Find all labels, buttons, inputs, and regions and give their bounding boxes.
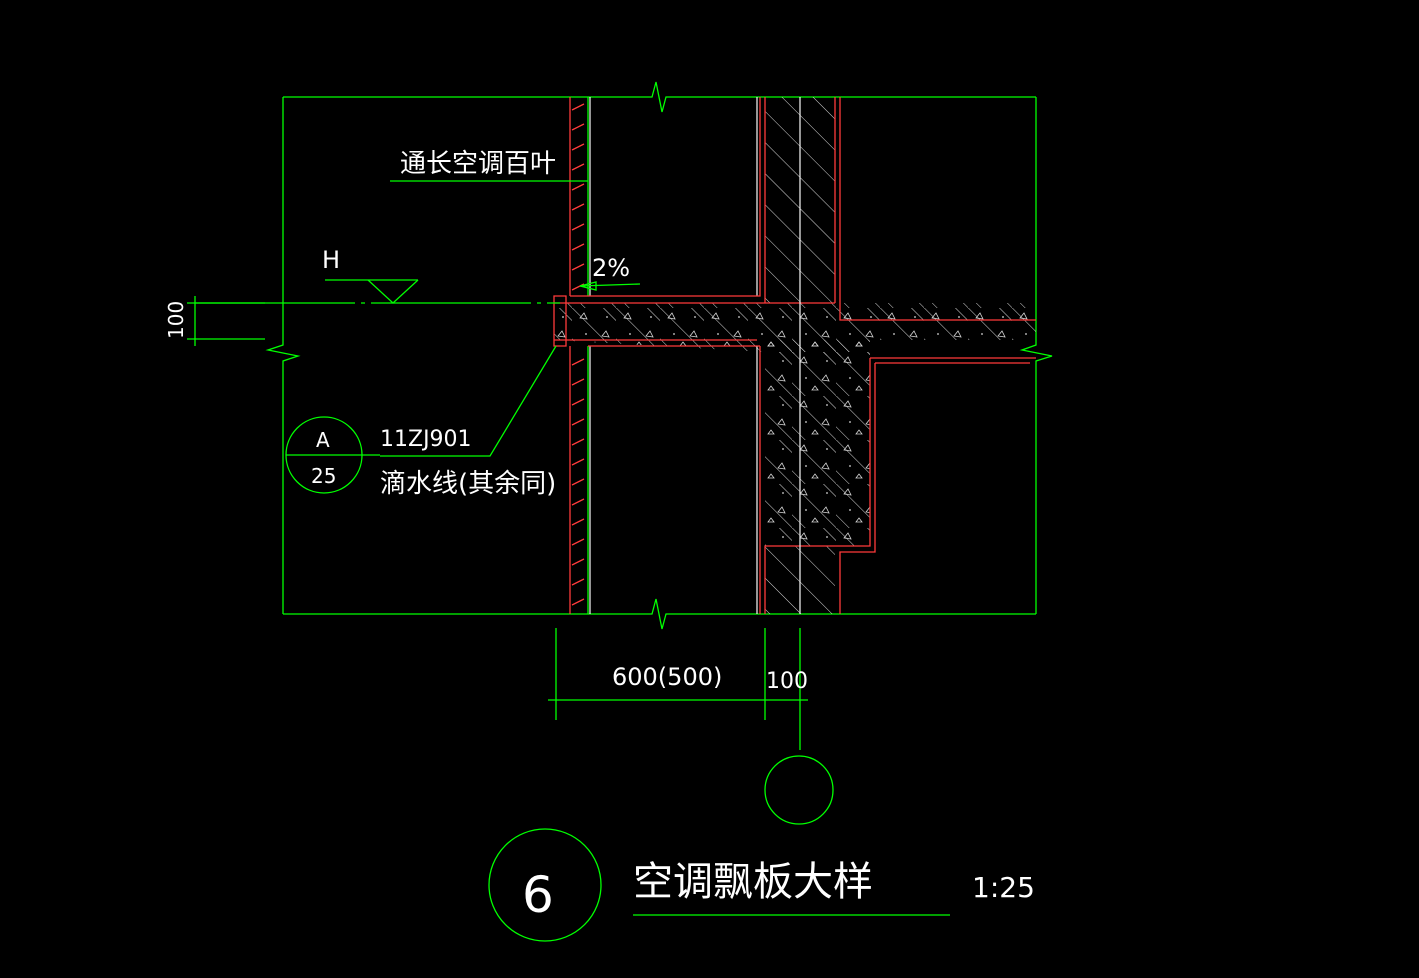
frame-outline <box>265 81 1053 630</box>
std-code-label: 11ZJ901 <box>380 427 472 452</box>
detail-number-circle <box>488 828 602 942</box>
drip-note-label: 滴水线(其余同) <box>380 469 556 499</box>
slope-label: 2% <box>592 254 630 282</box>
louver-wall <box>569 97 589 614</box>
drip-leader <box>380 345 557 457</box>
wall-dim-label: 100 <box>766 669 808 694</box>
detail-number: 6 <box>522 866 554 924</box>
concrete-structure <box>553 97 1036 614</box>
height-dim-label: 100 <box>164 301 188 339</box>
slope-arrow <box>579 281 641 291</box>
level-marker <box>195 279 560 304</box>
width-dimension <box>548 628 808 750</box>
reference-bubble <box>285 416 380 494</box>
width-dim-label: 600(500) <box>612 663 722 691</box>
ref-top-label: A <box>316 428 330 452</box>
ref-bottom-label: 25 <box>311 464 336 488</box>
detail-title: 空调飘板大样 <box>633 859 873 905</box>
level-label: H <box>322 246 340 274</box>
section-circle <box>764 755 834 825</box>
height-dimension <box>187 296 265 346</box>
louver-label: 通长空调百叶 <box>400 149 556 179</box>
opening-outlines <box>589 97 758 614</box>
scale-label: 1:25 <box>972 871 1035 904</box>
